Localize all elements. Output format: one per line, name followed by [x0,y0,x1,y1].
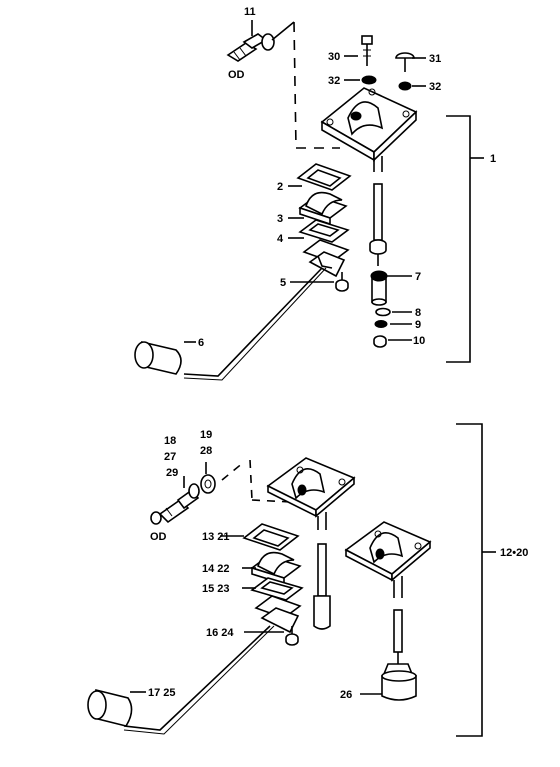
label-32a: 32 [328,75,340,87]
label-6: 6 [198,337,204,349]
part-4-gasket [298,219,350,243]
top-plate-right [344,521,432,582]
label-15-23: 15 23 [202,583,230,595]
label-14-22: 14 22 [202,563,230,575]
bracket-1 [446,115,471,363]
label-3: 3 [277,213,283,225]
dashed-tube-bottom [221,459,293,503]
part-2-gasket [296,163,352,191]
float-rod-left [313,512,331,630]
dashed-tube-top [271,21,340,149]
part-8-washer [375,307,391,317]
label-30: 30 [328,51,340,63]
bottom-assembly [87,423,496,737]
label-1: 1 [490,153,496,165]
part-5-screw [335,272,349,292]
float-arm-bracket [302,239,350,278]
float-rod-top [369,156,387,266]
part-32-washer-right [398,81,412,91]
top-assembly [134,20,484,381]
part-7-sleeve [370,270,388,306]
label-26: 26 [340,689,352,701]
label-12-20: 12•20 [500,547,528,559]
label-17-25: 17 25 [148,687,176,699]
label-4: 4 [277,233,284,245]
part-32-washer-left [361,75,377,85]
part-14-unit [250,551,302,586]
label-9: 9 [415,319,421,331]
part-9-washer [374,320,388,328]
label-od-bottom: OD [150,531,167,543]
leader-lines-top [184,20,426,343]
part-11-fitting [226,33,275,62]
part-30-bolt [361,35,373,66]
part-labels: 11 OD 30 31 32 32 1 2 3 4 5 6 7 8 9 10 1… [148,6,528,701]
label-5: 5 [280,277,286,289]
part-17-float [87,688,133,727]
bracket-12-20 [456,423,483,737]
label-18: 18 [164,435,176,447]
part-3-unit [298,191,348,226]
top-plate [320,87,418,162]
leader-lines-bottom [130,535,382,695]
part-26-sender [381,663,417,701]
part-15-gasket [250,577,304,601]
label-28: 28 [200,445,212,457]
part-13-gasket [242,523,300,551]
float-rod-right [393,576,403,664]
label-11: 11 [244,6,256,18]
label-7: 7 [415,271,421,283]
label-13-21: 13 21 [202,531,230,543]
float-arm-bracket-bottom [254,595,302,634]
part-16-screw [285,626,299,646]
part-10-screw [373,335,387,348]
label-10: 10 [413,335,425,347]
part-6-float [134,340,182,375]
part-29-fitting [150,476,200,525]
label-2: 2 [277,181,283,193]
part-31-screw [395,52,415,72]
label-27: 27 [164,451,176,463]
top-plate-left [266,457,356,518]
label-32b: 32 [429,81,441,93]
label-16-24: 16 24 [206,627,234,639]
float-arm-bottom [123,625,275,735]
float-arm-top [183,267,327,381]
label-31: 31 [429,53,441,65]
label-29: 29 [166,467,178,479]
label-8: 8 [415,307,421,319]
label-od-top: OD [228,69,245,81]
part-28-washer [200,474,216,494]
label-19: 19 [200,429,212,441]
